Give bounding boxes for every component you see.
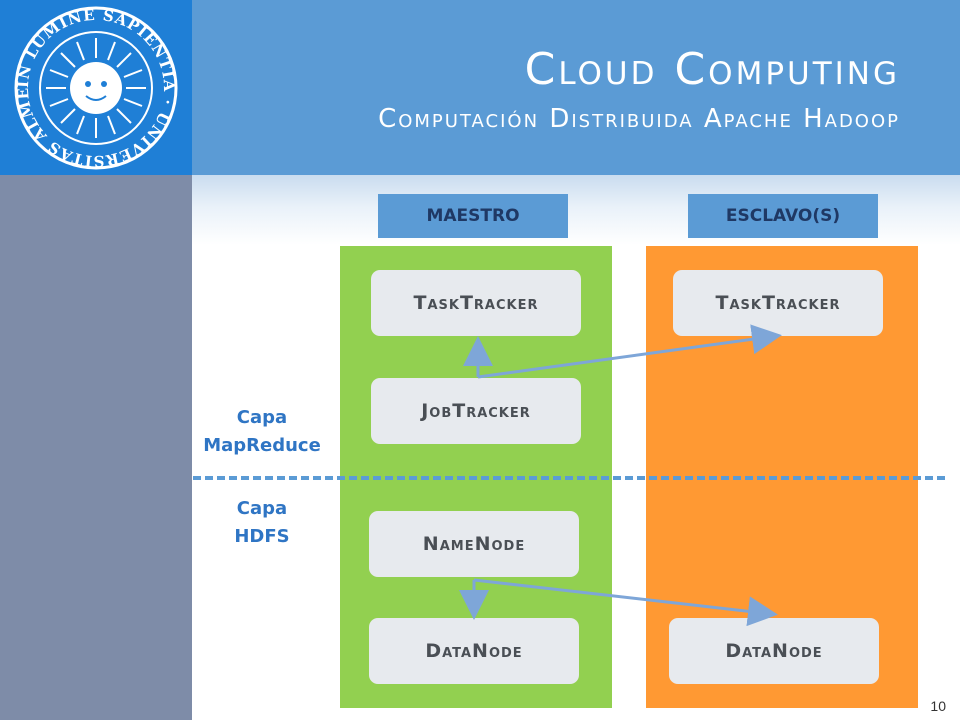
slide-title: Cloud Computing bbox=[524, 44, 900, 95]
master-tasktracker-node: TaskTracker bbox=[371, 270, 581, 336]
hdfs-layer-label: Capa HDFS bbox=[192, 495, 332, 551]
slave-column-header: ESCLAVO(S) bbox=[688, 194, 878, 238]
slide-subtitle: Computación Distribuida Apache Hadoop bbox=[378, 104, 900, 134]
mapreduce-label-line1: Capa bbox=[236, 407, 288, 428]
university-logo: IN LUMINE SAPIENTIA · UNIVERSITAS ALMERI… bbox=[0, 0, 192, 175]
slide-header bbox=[192, 0, 960, 175]
page-number: 10 bbox=[930, 698, 946, 714]
layer-divider-line bbox=[193, 476, 945, 480]
master-jobtracker-node: JobTracker bbox=[371, 378, 581, 444]
slave-datanode-node: DataNode bbox=[669, 618, 879, 684]
hdfs-label-line2: HDFS bbox=[234, 526, 290, 547]
mapreduce-label-line2: MapReduce bbox=[203, 435, 321, 456]
sun-seal-icon: IN LUMINE SAPIENTIA · UNIVERSITAS ALMERI… bbox=[0, 0, 178, 170]
hdfs-label-line1: Capa bbox=[236, 498, 288, 519]
master-column-header: MAESTRO bbox=[378, 194, 568, 238]
master-datanode-node: DataNode bbox=[369, 618, 579, 684]
master-namenode-node: NameNode bbox=[369, 511, 579, 577]
mapreduce-layer-label: Capa MapReduce bbox=[192, 404, 332, 460]
slave-tasktracker-node: TaskTracker bbox=[673, 270, 883, 336]
